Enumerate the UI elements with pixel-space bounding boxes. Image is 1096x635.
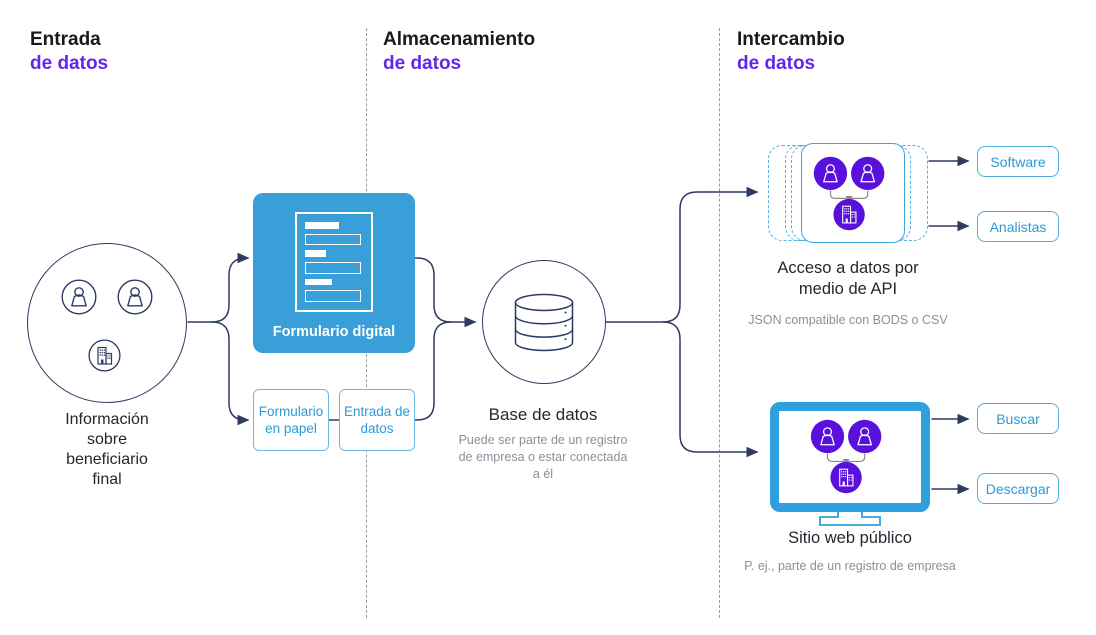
- database-circle: [482, 260, 606, 384]
- database-note: Puede ser parte de un registro de empres…: [458, 433, 628, 481]
- monitor-icon: [770, 402, 930, 512]
- database-icon: [514, 293, 574, 352]
- output-software-box: Software: [977, 146, 1059, 177]
- data-entry-label: Entrada de datos: [343, 404, 411, 436]
- beneficial-owner-source-circle: [27, 243, 187, 403]
- column-header-intercambio: Intercambio de datos: [737, 28, 845, 76]
- form-field-input: [305, 233, 362, 246]
- api-title: Acceso a datos por medio de API: [777, 259, 919, 298]
- digital-form-card: Formulario digital: [253, 193, 415, 353]
- api-card-stack: [768, 143, 928, 243]
- form-field-label: [305, 222, 339, 229]
- output-software-label: Software: [990, 153, 1046, 170]
- people-building-cluster: [813, 156, 885, 231]
- header-line-2: de datos: [30, 53, 109, 74]
- people-building-cluster: [810, 419, 882, 494]
- form-field-label: [305, 250, 326, 258]
- database-label: Base de datos: [488, 405, 598, 424]
- output-descargar-label: Descargar: [985, 480, 1051, 497]
- form-document-icon: [295, 212, 373, 312]
- output-analistas-box: Analistas: [977, 211, 1059, 242]
- column-divider-2: [719, 28, 720, 618]
- source-caption: Información sobre beneficiario final: [65, 411, 149, 488]
- person-icon: [61, 279, 97, 315]
- output-buscar-box: Buscar: [977, 403, 1059, 434]
- form-field-input: [305, 262, 362, 274]
- output-descargar-box: Descargar: [977, 473, 1059, 504]
- monitor-stand-icon: [819, 511, 881, 526]
- web-title: Sitio web público: [788, 529, 912, 547]
- paper-form-box: Formulario en papel: [253, 389, 329, 451]
- header-line-1: Almacenamiento: [383, 29, 536, 50]
- form-field-label: [305, 278, 333, 286]
- output-buscar-label: Buscar: [996, 410, 1040, 427]
- column-header-almacenamiento: Almacenamiento de datos: [383, 28, 535, 76]
- header-line-2: de datos: [737, 53, 816, 74]
- header-line-1: Intercambio: [737, 29, 845, 50]
- output-analistas-label: Analistas: [989, 218, 1047, 235]
- building-icon: [88, 339, 121, 372]
- form-field-input: [305, 290, 362, 302]
- paper-form-label: Formulario en papel: [258, 404, 324, 436]
- person-icon: [117, 279, 153, 315]
- api-note: JSON compatible con BODS o CSV: [748, 313, 948, 327]
- column-header-entrada: Entrada de datos: [30, 28, 108, 76]
- header-line-2: de datos: [383, 53, 462, 74]
- digital-form-label: Formulario digital: [272, 324, 396, 340]
- api-data-card: [801, 143, 905, 243]
- web-note: P. ej., parte de un registro de empresa: [744, 559, 956, 573]
- header-line-1: Entrada: [30, 29, 101, 50]
- data-entry-box: Entrada de datos: [339, 389, 415, 451]
